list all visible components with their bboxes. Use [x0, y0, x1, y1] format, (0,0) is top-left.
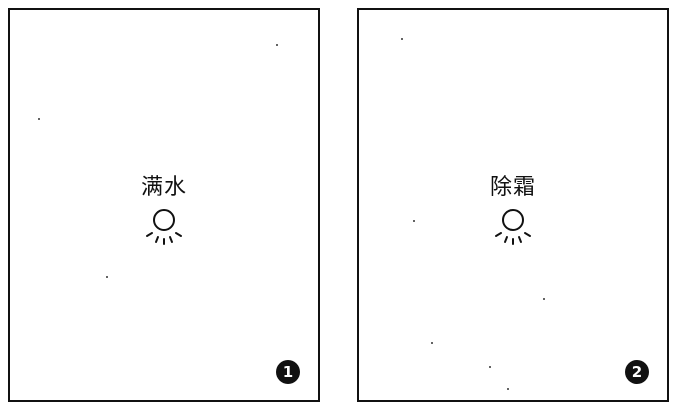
indicator-lamp-icon: [146, 209, 182, 245]
print-speck: [507, 388, 509, 390]
print-speck: [401, 38, 403, 40]
indicator-label-water-full: 满水: [140, 175, 187, 200]
print-speck: [413, 220, 415, 222]
print-speck: [106, 276, 108, 278]
print-speck: [543, 298, 545, 300]
step-badge-2: 2: [625, 360, 649, 384]
print-speck: [489, 366, 491, 368]
print-speck: [276, 44, 278, 46]
indicator-label-defrost: 除霜: [489, 175, 536, 200]
panel-defrost: 除霜 2: [357, 8, 669, 402]
print-speck: [431, 342, 433, 344]
panel-water-full: 满水 1: [8, 8, 320, 402]
indicator-lamp-icon: [495, 209, 531, 245]
step-badge-1: 1: [276, 360, 300, 384]
print-speck: [38, 118, 40, 120]
